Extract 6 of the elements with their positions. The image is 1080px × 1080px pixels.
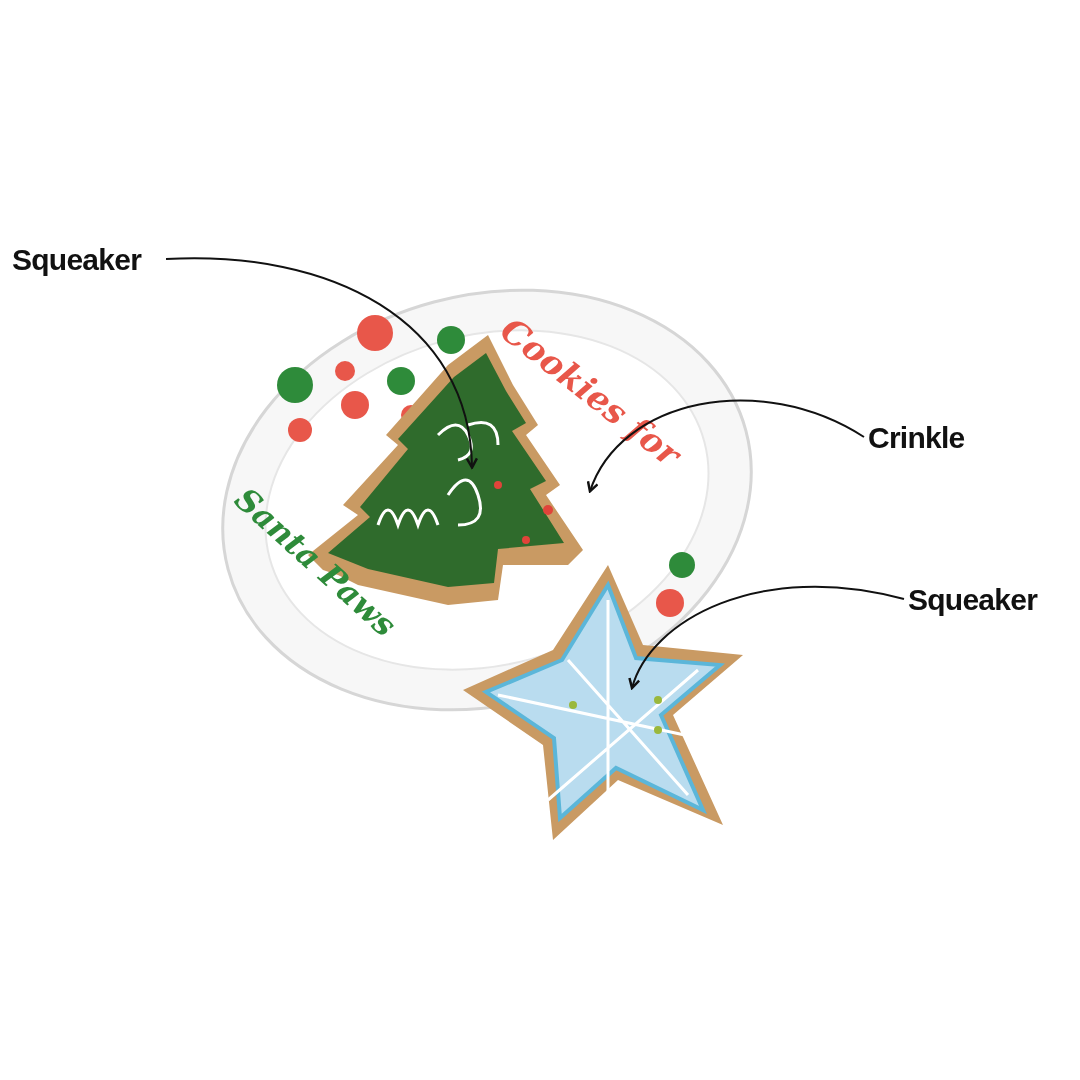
leader-arrow (629, 585, 905, 690)
callout-label: Squeaker (12, 238, 142, 280)
leader-arrow (165, 257, 478, 469)
leader-arrow (587, 399, 865, 493)
callout-label: Squeaker (908, 578, 1038, 620)
callout-label: Crinkle (868, 416, 965, 458)
